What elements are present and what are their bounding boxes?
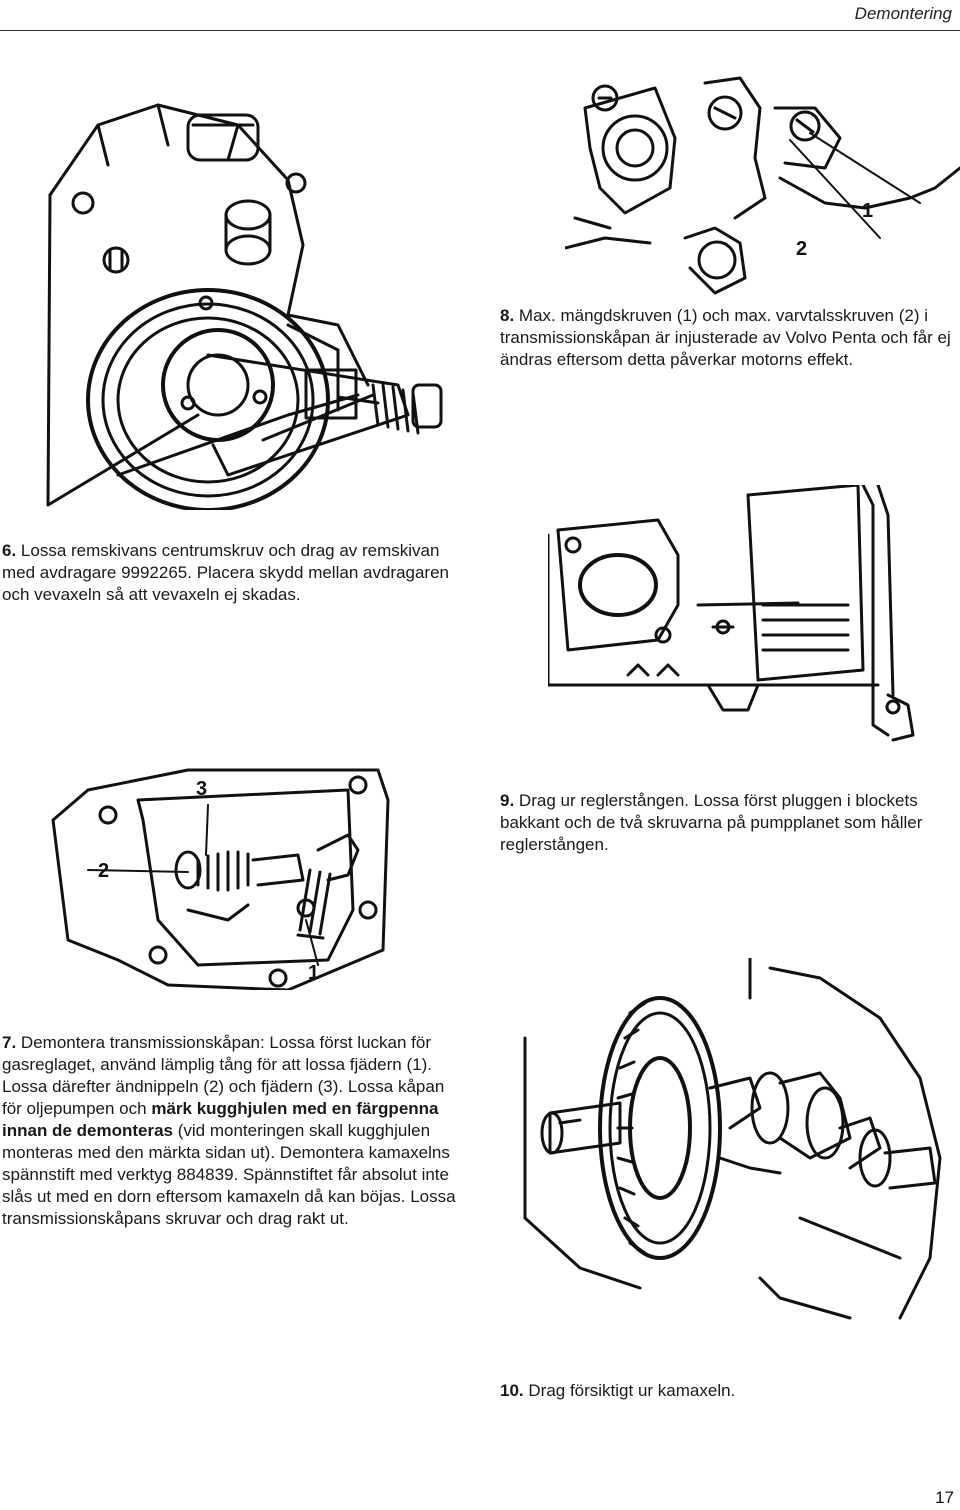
step-text: Drag ur reglerstången. Lossa först plugg… <box>500 791 923 854</box>
callout-fig7-3: 3 <box>196 778 208 800</box>
figure-camshaft <box>520 958 960 1368</box>
figure-pulley-puller <box>38 85 468 510</box>
step-number: 8. <box>500 306 515 325</box>
caption-step-9: 9. Drag ur reglerstången. Lossa först pl… <box>500 790 955 856</box>
callout-fig7-1: 1 <box>308 962 320 984</box>
step-text: Demontera transmissionskåpan: Lossa förs… <box>2 1033 445 1118</box>
caption-step-6: 6. Lossa remskivans centrumskruv och dra… <box>2 540 457 606</box>
figure-governor-springs <box>48 760 396 990</box>
caption-step-10: 10. Drag försiktigt ur kamaxeln. <box>500 1380 955 1402</box>
callout-fig8-2: 2 <box>796 238 808 260</box>
caption-step-8: 8. Max. mängdskruven (1) och max. varvta… <box>500 305 955 371</box>
figure-control-rod <box>548 485 918 747</box>
step-number: 9. <box>500 791 515 810</box>
step-text: Max. mängdskruven (1) och max. varvtalss… <box>500 306 951 369</box>
caption-step-7: 7. Demontera transmissionskåpan: Lossa f… <box>2 1032 457 1230</box>
page-number: 17 <box>935 1488 954 1507</box>
section-header: Demontering <box>854 4 952 23</box>
step-text: Lossa remskivans centrumskruv och drag a… <box>2 541 449 604</box>
step-text-emphasis: märk kugghjulen med en färgpenna innan d… <box>2 1099 439 1140</box>
step-number: 6. <box>2 541 17 560</box>
figure-limit-screws <box>565 68 960 298</box>
callout-fig8-1: 1 <box>862 200 874 222</box>
callout-fig7-2: 2 <box>98 860 110 882</box>
step-number: 7. <box>2 1033 17 1052</box>
step-text: (vid monteringen skall kugghjulen monter… <box>2 1121 456 1228</box>
header-rule <box>0 30 960 31</box>
step-text: Drag försiktigt ur kamaxeln. <box>528 1381 736 1400</box>
step-number: 10. <box>500 1381 524 1400</box>
